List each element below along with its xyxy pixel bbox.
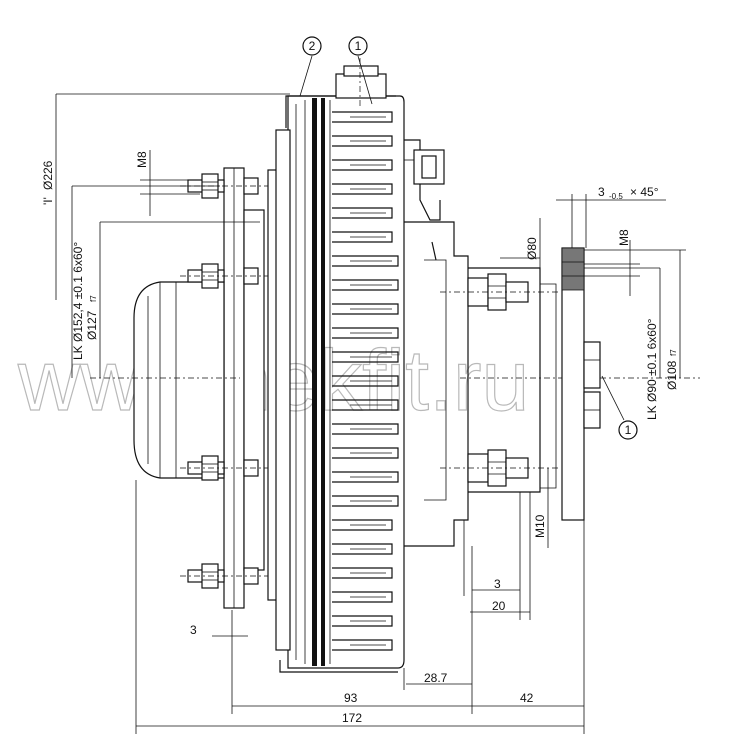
cooling-fin bbox=[332, 135, 393, 147]
cooling-fin bbox=[332, 567, 393, 579]
dim-m8-right: M8 bbox=[617, 229, 631, 246]
balloon-1-right: 1 bbox=[618, 420, 638, 440]
dim-172: 172 bbox=[342, 711, 362, 725]
cooling-fin bbox=[332, 279, 399, 291]
cooling-fin bbox=[332, 591, 393, 603]
adapter-flange bbox=[561, 247, 601, 521]
dim-20: 20 bbox=[492, 599, 506, 613]
cooling-fin bbox=[332, 255, 399, 267]
dim-d226-mark: 'I' bbox=[41, 197, 55, 205]
dim-lk152: LK Ø152,4 ±0.1 6x60° bbox=[71, 242, 85, 360]
balloon-2: 2 bbox=[302, 36, 322, 56]
right-studs bbox=[440, 273, 560, 487]
dim-93: 93 bbox=[344, 691, 358, 705]
dim-d127: Ø127 bbox=[85, 310, 99, 340]
balloon-leaders bbox=[299, 55, 625, 421]
svg-text:1: 1 bbox=[625, 423, 632, 437]
cooling-fin bbox=[332, 639, 393, 651]
right-hub bbox=[90, 221, 700, 547]
svg-text:1: 1 bbox=[355, 39, 362, 53]
dim-3-mid: 3 bbox=[494, 577, 501, 591]
cooling-fin bbox=[332, 543, 393, 555]
left-bolt bbox=[180, 563, 270, 589]
cooling-fin bbox=[332, 495, 399, 507]
cooling-fin bbox=[332, 351, 399, 363]
dim-d226: Ø226 bbox=[41, 160, 55, 190]
dim-d80: Ø80 bbox=[525, 237, 539, 260]
left-bolt bbox=[180, 455, 270, 481]
dim-chamfer-tol: -0.5 bbox=[609, 192, 623, 201]
cooling-fin bbox=[332, 111, 393, 123]
cooling-fin bbox=[332, 375, 399, 387]
dim-d108: Ø108 bbox=[665, 360, 679, 390]
cooling-fins bbox=[332, 111, 399, 651]
cooling-fin bbox=[332, 399, 399, 411]
dim-m8-left: M8 bbox=[135, 151, 149, 168]
cooling-fin bbox=[332, 159, 393, 171]
cooling-fin bbox=[332, 423, 399, 435]
cooling-fin bbox=[332, 471, 399, 483]
dimension-lines bbox=[55, 93, 686, 734]
dim-chamfer: 3 bbox=[598, 185, 605, 199]
right-stud bbox=[440, 449, 560, 487]
cooling-fin bbox=[332, 231, 393, 243]
cooling-fin bbox=[332, 615, 393, 627]
dim-chamfer-angle: × 45° bbox=[630, 185, 659, 199]
dim-d127-tol: f7 bbox=[89, 295, 98, 302]
top-mount-block bbox=[335, 58, 387, 108]
cooling-fin bbox=[332, 519, 393, 531]
cooling-fin bbox=[332, 447, 399, 459]
dim-42: 42 bbox=[520, 691, 534, 705]
cooling-fin bbox=[332, 303, 399, 315]
left-hub bbox=[133, 281, 225, 479]
dim-3-left: 3 bbox=[190, 623, 197, 637]
clutch-housing bbox=[267, 95, 405, 673]
dimension-labels: Ø226 'I' M8 LK Ø152,4 ±0.1 6x60° Ø127 f7… bbox=[41, 151, 679, 725]
dim-m10: M10 bbox=[533, 514, 547, 538]
left-bolt bbox=[180, 263, 270, 289]
cooling-fin bbox=[332, 327, 399, 339]
svg-text:2: 2 bbox=[309, 39, 316, 53]
cooling-fin bbox=[332, 207, 393, 219]
cooling-fin bbox=[332, 183, 393, 195]
dim-d108-tol: f7 bbox=[669, 349, 678, 356]
dim-lk90: LK Ø90 ±0.1 6x60° bbox=[645, 318, 659, 420]
dim-28-7: 28.7 bbox=[424, 671, 448, 685]
right-stud bbox=[440, 273, 560, 311]
left-flange-plate bbox=[223, 167, 265, 609]
sensor-connector bbox=[404, 139, 445, 221]
balloon-1-top: 1 bbox=[348, 36, 368, 56]
